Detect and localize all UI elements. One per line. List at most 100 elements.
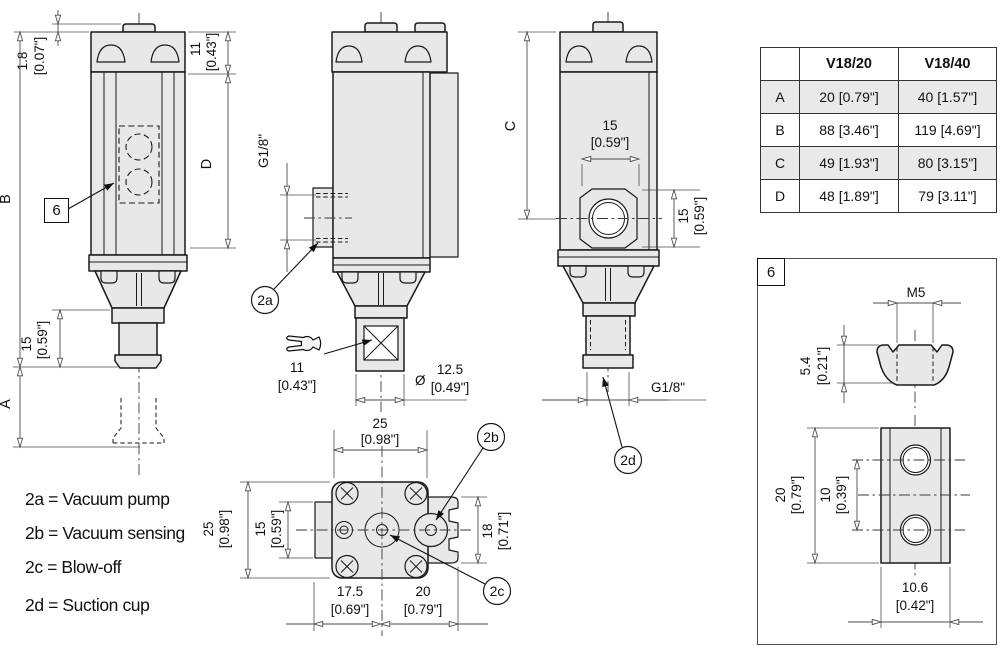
stem-step [111,307,165,324]
wrench-icon [286,335,322,352]
stem-step [354,305,408,319]
callout-6-box: 6 [44,198,69,223]
dim-cap-mm: 11 [188,42,203,56]
flange [88,254,188,272]
stem-collar [114,354,162,369]
suction-cup-outline [112,398,165,444]
dim-plate-w-mm: 10.6 [902,580,928,595]
dim-left-mm: 17.5 [337,584,363,599]
dim-width-mm: 25 [372,416,387,431]
mount-slot-area [118,125,160,204]
cell-v1820: 48 [1.89"] [799,179,899,213]
callout-2d [613,445,643,475]
table-header-blank [760,47,800,81]
dim-cap-inch: [0.43"] [204,33,219,72]
callout-2c [482,576,512,606]
cell-v1840: 40 [1.57"] [898,80,997,114]
legend-item-2c: 2c = Blow-off [25,557,122,577]
cell-v1820: 49 [1.93"] [799,146,899,180]
callout-balloons: 2a 2b 2c 2d [250,285,643,606]
dim-plate-h-mm: 20 [773,487,788,502]
detail-6-frame-label: 6 [757,258,785,286]
dim-stem-thread: G1/8" [651,380,685,395]
dim-tab-inch: [0.59"] [269,510,284,549]
cell-v1840: 79 [3.11"] [898,179,997,213]
legend-item-2b: 2b = Vacuum sensing [25,523,185,543]
detail-6-frame [757,258,997,645]
detail-view-6: M5 5.4 [0.21"] 20 [0.79"] 10 [0.39"] 10.… [773,285,983,628]
dim-boss-w-inch: [0.59"] [591,135,630,150]
table-header-v1820: V18/20 [799,47,899,81]
table-row: C 49 [1.93"] 80 [3.15"] [760,146,997,180]
size-table: V18/20 V18/40 A 20 [0.79"] 40 [1.57"] B … [760,47,997,213]
callout-2b-label: 2b [483,429,499,445]
flange [557,249,660,267]
top-view [296,446,486,636]
dim-holes-inch: [0.39"] [834,476,849,515]
dim-stem-inch: [0.59"] [35,321,50,360]
dim-d: D [199,159,215,169]
callout-2d-label: 2d [620,452,636,468]
dim-holes-mm: 10 [818,487,833,502]
dim-depth-mm: 25 [201,521,216,536]
table-row: D 48 [1.89"] 79 [3.11"] [760,179,997,213]
table-row: A 20 [0.79"] 40 [1.57"] [760,80,997,114]
front-view-dimensions: 1.8 [0.07"] B 11 [0.43"] D 15 [0.59"] A [0,10,236,447]
top-nub [592,21,624,33]
dim-boss-h-inch: [0.59"] [692,197,707,236]
callout-2c-label: 2c [490,583,505,599]
dim-flange-mm: 18 [480,523,495,538]
dim-hex-inch: [0.43"] [278,378,317,393]
stem-step [582,302,636,317]
top-nub-right [414,22,446,33]
dim-plate-w-inch: [0.42"] [896,598,935,613]
side-plate [427,72,459,258]
callout-2a-label: 2a [257,292,273,308]
dim-right-inch: [0.79"] [404,602,443,617]
row-label: A [760,80,800,114]
dim-dia-inch: [0.49"] [431,380,470,395]
dim-dia-symbol: Ø [415,373,426,388]
dim-left-inch: [0.69"] [331,602,370,617]
dim-stem-mm: 15 [19,336,34,351]
cell-v1840: 80 [3.15"] [898,146,997,180]
body [332,71,431,259]
dim-dia-mm: 12.5 [437,362,463,377]
dim-depth-inch: [0.98"] [217,510,232,549]
cell-v1840: 119 [4.69"] [898,113,997,147]
dim-port: G1/8" [256,134,271,168]
stem-collar [582,354,634,369]
top-nub [122,23,156,33]
top-nub-left [364,22,398,33]
cell-v1820: 88 [3.46"] [799,113,899,147]
legend-item-2d: 2d = Suction cup [25,595,149,615]
dim-tab-mm: 15 [253,521,268,536]
dim-boss-h-mm: 15 [676,208,691,223]
dim-right-mm: 20 [415,584,430,599]
dim-hex-mm: 11 [290,360,304,375]
side-view-2-dimensions: C 15 [0.59"] 15 [0.59"] G1/8" [503,32,707,406]
dim-nut-inch: [0.21"] [815,347,830,386]
front-view [67,13,188,478]
table-header-row: V18/20 V18/40 [760,47,997,81]
side-view-dimensions: G1/8" 11 [0.43"] Ø 12.5 [0.49"] 25 [0.98… [256,134,469,478]
legend: 2a = Vacuum pump 2b = Vacuum sensing 2c … [25,489,185,615]
callout-2b [476,422,506,452]
mount-hole-bottom [125,168,153,196]
legend-item-2a: 2a = Vacuum pump [25,489,170,509]
cap-notch-right [150,44,180,63]
mount-hole-top [125,133,153,161]
dim-b: B [0,194,14,204]
dim-nub-inch: [0.07"] [32,37,47,76]
threaded-stem [585,315,631,356]
dim-nut-mm: 5.4 [798,356,813,375]
dim-plate-h-inch: [0.79"] [789,476,804,515]
dim-boss-w-mm: 15 [602,118,617,133]
row-label: B [760,113,800,147]
dim-c: C [503,121,519,131]
table-header-v1840: V18/40 [898,47,997,81]
dim-thread: M5 [907,285,926,300]
extrusion-body [90,71,186,256]
side-view [273,12,459,412]
